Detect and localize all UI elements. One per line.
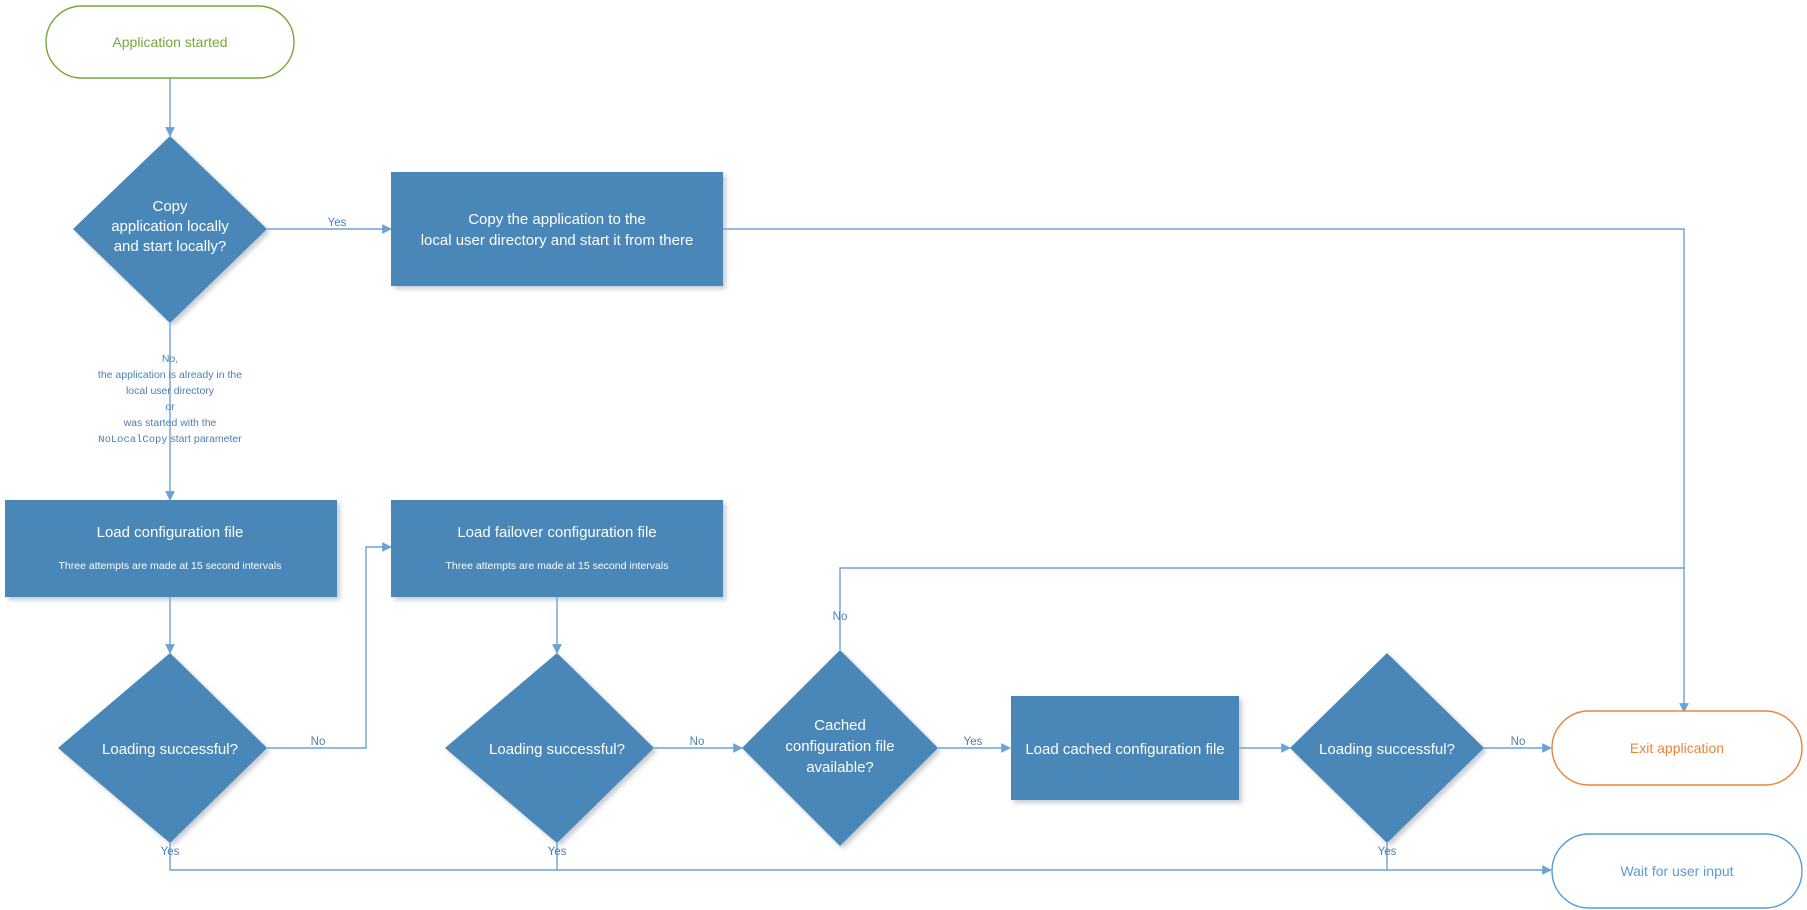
copy-process-line1: Copy the application to the <box>468 211 646 228</box>
edge-label-load3-no: No <box>1511 736 1526 748</box>
note-line-6: NoLocalCopy start parameter <box>98 433 242 446</box>
node-load-failover-configuration-file[interactable] <box>391 500 723 597</box>
note-line-2: the application is already in the <box>98 369 242 381</box>
edge-decide1-no <box>267 542 392 749</box>
load-cached-label: Load cached configuration file <box>1025 741 1224 758</box>
edge-label-load1-yes: Yes <box>161 846 180 858</box>
decide-copy-line3: and start locally? <box>114 238 227 255</box>
note-no-branch: No, the application is already in the lo… <box>98 353 242 446</box>
node-decide-cached-available[interactable] <box>742 650 938 846</box>
node-exit-application[interactable]: Exit application <box>1551 710 1803 786</box>
note-line-6-rest: start parameter <box>168 433 243 445</box>
load-config-sub: Three attempts are made at 15 second int… <box>59 560 282 572</box>
decide-cached-line1: Cached <box>814 717 866 734</box>
note-mono-param: NoLocalCopy <box>98 434 167 446</box>
decide-load2-label: Loading successful? <box>489 741 625 758</box>
edge-label-load1-no: No <box>311 736 326 748</box>
decide-copy-line2: application locally <box>111 218 229 235</box>
node-load-cached-configuration-file[interactable] <box>1011 696 1239 800</box>
node-decide-loading-successful-2[interactable] <box>445 653 654 843</box>
edge-label-cached-yes: Yes <box>964 736 983 748</box>
load-config-label: Load configuration file <box>97 524 244 541</box>
edge-label-load2-no: No <box>690 736 705 748</box>
decide-cached-line3: available? <box>806 759 874 776</box>
node-wait-for-user-input[interactable]: Wait for user input <box>1551 833 1803 909</box>
decide-copy-shape[interactable] <box>73 136 267 323</box>
decide-load2-shape[interactable] <box>445 653 654 843</box>
edge-label-copy-yes: Yes <box>328 217 347 229</box>
exit-label: Exit application <box>1630 740 1724 756</box>
note-line-3: local user directory <box>126 385 215 397</box>
load-failover-sub: Three attempts are made at 15 second int… <box>446 560 669 572</box>
note-line-5: was started with the <box>123 417 217 429</box>
edge-decide-cached-no <box>839 567 1684 650</box>
start-label: Application started <box>112 34 227 50</box>
decide-copy-line1: Copy <box>152 198 188 215</box>
node-decide-loading-successful-1[interactable] <box>58 653 267 843</box>
edge-label-load2-yes: Yes <box>548 846 567 858</box>
decide-load3-shape[interactable] <box>1290 653 1484 843</box>
exit-terminator-shape[interactable] <box>1551 710 1803 786</box>
edge-decide1-yes <box>169 843 1552 875</box>
decide-cached-shape[interactable] <box>742 650 938 846</box>
copy-process-line2: local user directory and start it from t… <box>421 232 694 249</box>
load-cached-shape[interactable] <box>1011 696 1239 800</box>
edge-label-load3-yes: Yes <box>1378 846 1397 858</box>
note-line-1: No, <box>162 353 178 365</box>
node-load-configuration-file[interactable] <box>5 500 337 597</box>
edge-copy-process-to-exit <box>723 228 1689 713</box>
decide-load3-label: Loading successful? <box>1319 741 1455 758</box>
node-decide-loading-successful-3[interactable] <box>1290 653 1484 843</box>
decide-cached-line2: configuration file <box>785 738 894 755</box>
copy-process-shape[interactable] <box>391 172 723 286</box>
edge-label-cached-no: No <box>833 611 848 623</box>
node-copy-application[interactable] <box>391 172 723 286</box>
node-decide-copy-locally[interactable] <box>73 136 267 323</box>
note-line-4: or <box>165 401 175 413</box>
decide-load1-shape[interactable] <box>58 653 267 843</box>
wait-terminator-shape[interactable] <box>1551 833 1803 909</box>
load-failover-label: Load failover configuration file <box>457 524 656 541</box>
node-application-started[interactable]: Application started <box>45 5 295 79</box>
load-failover-shape[interactable] <box>391 500 723 597</box>
load-config-shape[interactable] <box>5 500 337 597</box>
decide-load1-label: Loading successful? <box>102 741 238 758</box>
wait-label: Wait for user input <box>1620 863 1733 879</box>
start-terminator-shape[interactable] <box>45 5 295 79</box>
